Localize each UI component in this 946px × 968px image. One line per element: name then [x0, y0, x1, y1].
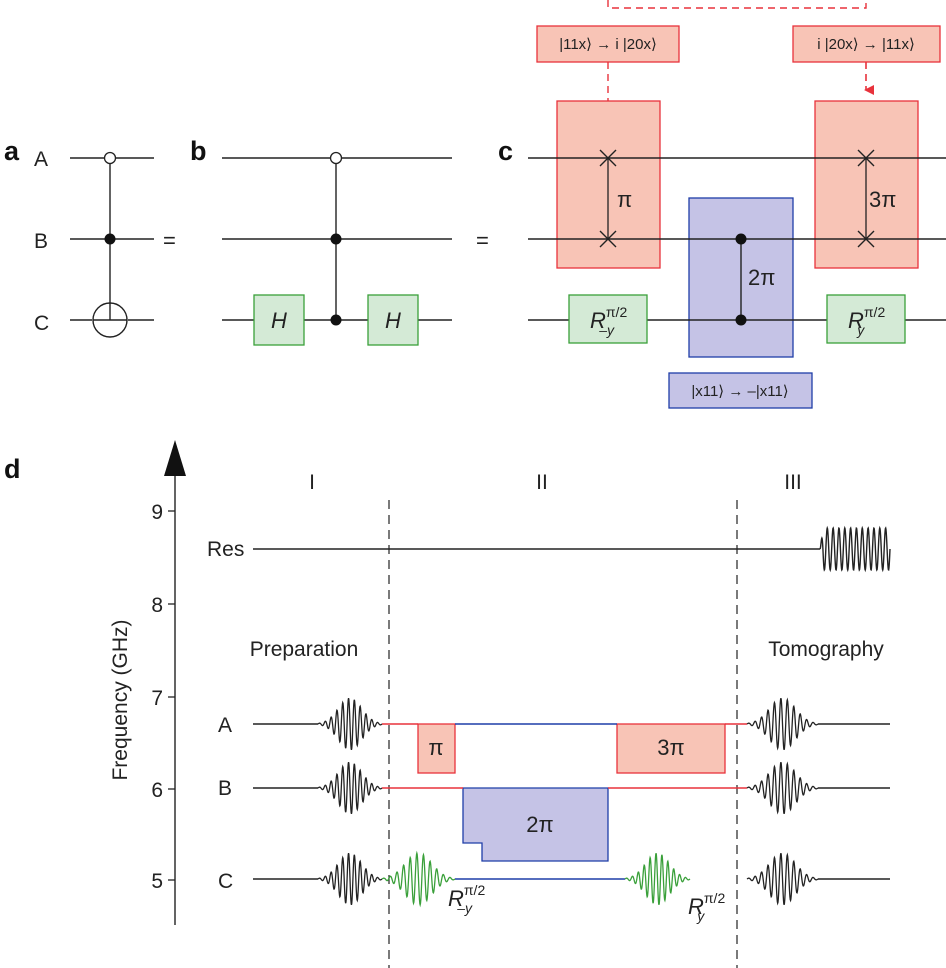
- region-label-i: I: [309, 471, 315, 494]
- open-control-dot: [329, 151, 343, 165]
- green-pulse-icon: [381, 850, 456, 908]
- rotation-neg-y-gate: [568, 294, 648, 344]
- phase-box-text: |x11⟩ → –|x11⟩: [691, 383, 788, 400]
- pulse-rot-neg-y-label: Rπ/2–y: [448, 882, 485, 916]
- swap-out-box: [792, 25, 941, 63]
- cross-icon: [599, 230, 617, 248]
- panel-c: c |11x⟩ → i |20x⟩ i |20x⟩ → |11x⟩ π 3π: [498, 0, 946, 409]
- microwave-pulse-icon: [746, 697, 819, 751]
- hadamard-gate-left: [253, 294, 305, 346]
- phase-box: [668, 372, 813, 409]
- panel-d-label: d: [4, 454, 21, 484]
- cross-icon: [599, 149, 617, 167]
- axis-arrow-icon: [164, 440, 186, 476]
- equals-sign-1: =: [163, 228, 176, 253]
- pulse-3pi-a: [616, 723, 726, 774]
- resonator-label: Res: [207, 538, 244, 561]
- rotation-y-gate: [826, 294, 906, 344]
- y-axis-label: Frequency (GHz): [109, 619, 132, 780]
- qubit-label-a: A: [34, 148, 48, 171]
- tomography-label: Tomography: [768, 638, 884, 661]
- three-pi-label: 3π: [869, 187, 896, 212]
- microwave-pulse-icon: [317, 698, 383, 750]
- pulse-3pi-label: 3π: [657, 735, 684, 760]
- control-dot: [104, 233, 116, 245]
- rotation-neg-y-label: Rπ/2–y: [590, 304, 627, 338]
- y-ticks: [168, 510, 175, 881]
- equals-sign-2: =: [476, 228, 489, 253]
- qubit-line-label-c: C: [218, 870, 233, 893]
- resonator-readout-wave: [819, 525, 891, 573]
- region-label-ii: II: [536, 471, 548, 494]
- control-dot: [735, 233, 747, 245]
- hadamard-gate-right: [367, 294, 419, 346]
- swap-in-text: |11x⟩ → i |20x⟩: [559, 36, 657, 53]
- control-dot: [735, 314, 747, 326]
- panel-b: b H H =: [190, 136, 489, 346]
- cross-icon: [857, 149, 875, 167]
- tick-label-7: 7: [151, 687, 163, 710]
- microwave-pulse-icon: [317, 853, 383, 905]
- control-dot: [330, 233, 342, 245]
- qubit-line-label-a: A: [218, 714, 232, 737]
- panel-a-label: a: [4, 136, 20, 166]
- hadamard-label: H: [271, 308, 287, 333]
- panel-a: a A B C =: [4, 136, 176, 338]
- swap-in-box: [536, 25, 680, 63]
- open-control-dot: [103, 151, 117, 165]
- panel-d: d Frequency (GHz) 9 8 7 6 5 I II III Pre…: [4, 440, 891, 968]
- tick-label-5: 5: [151, 870, 163, 893]
- dashed-connector-top: [607, 0, 867, 9]
- cross-icon: [857, 230, 875, 248]
- two-pi-label: 2π: [748, 265, 775, 290]
- region-label-iii: III: [784, 471, 802, 494]
- target-xor-icon: [92, 302, 128, 338]
- microwave-pulse-icon: [746, 761, 819, 815]
- preparation-label: Preparation: [250, 638, 359, 661]
- pi-label: π: [617, 187, 632, 212]
- pulse-pi-a: [417, 723, 456, 774]
- qubit-label-b: B: [34, 230, 48, 253]
- control-dot: [330, 314, 342, 326]
- tick-label-9: 9: [151, 501, 163, 524]
- qubit-line-label-b: B: [218, 777, 232, 800]
- microwave-pulse-icon: [317, 762, 383, 814]
- swap-out-text: i |20x⟩ → |11x⟩: [817, 36, 915, 53]
- green-pulse-icon: [624, 853, 691, 905]
- panel-b-label: b: [190, 136, 207, 166]
- qubit-label-c: C: [34, 312, 49, 335]
- tick-label-8: 8: [151, 594, 163, 617]
- pulse-pi-label: π: [428, 735, 443, 760]
- hadamard-label: H: [385, 308, 401, 333]
- microwave-pulse-icon: [746, 852, 819, 906]
- panel-c-label: c: [498, 136, 513, 166]
- tick-label-6: 6: [151, 779, 163, 802]
- pulse-2pi-label: 2π: [526, 812, 553, 837]
